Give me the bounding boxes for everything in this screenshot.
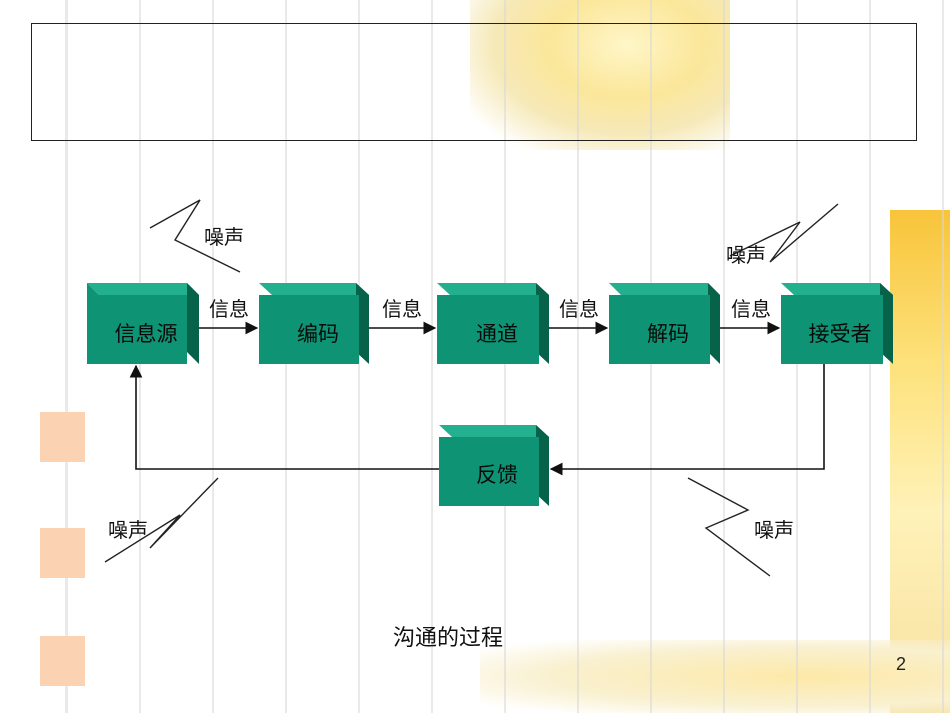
arrow-feedback-to-source (129, 364, 439, 470)
box-channel: 通道 (437, 283, 549, 364)
arrow-label-4: 信息 (731, 297, 771, 321)
box-source-label: 信息源 (115, 322, 178, 346)
noise-zigzag-bottom-right (687, 477, 771, 577)
noise-zigzag-top-left (149, 199, 241, 273)
box-encode-label: 编码 (297, 322, 339, 346)
box-decode: 解码 (609, 283, 720, 364)
arrow-label-3: 信息 (559, 297, 599, 321)
arrow-receiver-to-feedback (549, 364, 825, 476)
decorative-square-2 (40, 528, 85, 578)
arrow-label-2: 信息 (382, 297, 422, 321)
decorative-square-3 (40, 636, 85, 686)
noise-label-bottom-left: 噪声 (108, 518, 148, 542)
noise-zigzag-top-right (729, 203, 839, 263)
noise-label-top-left: 噪声 (204, 225, 244, 249)
arrow-label-1: 信息 (209, 297, 249, 321)
box-receiver-label: 接受者 (809, 322, 872, 346)
box-feedback-label: 反馈 (476, 463, 518, 487)
title-placeholder-box (31, 23, 917, 141)
box-channel-label: 通道 (476, 322, 518, 346)
box-feedback: 反馈 (439, 425, 549, 506)
box-receiver: 接受者 (781, 283, 893, 364)
noise-zigzag-bottom-left (104, 477, 219, 563)
box-decode-label: 解码 (647, 322, 689, 346)
box-source: 信息源 (87, 283, 199, 364)
box-encode: 编码 (259, 283, 369, 364)
noise-label-bottom-right: 噪声 (754, 518, 794, 542)
noise-label-top-right: 噪声 (726, 243, 766, 267)
diagram-caption: 沟通的过程 (393, 626, 503, 651)
decorative-square-1 (40, 412, 85, 462)
page-number: 2 (896, 654, 907, 674)
